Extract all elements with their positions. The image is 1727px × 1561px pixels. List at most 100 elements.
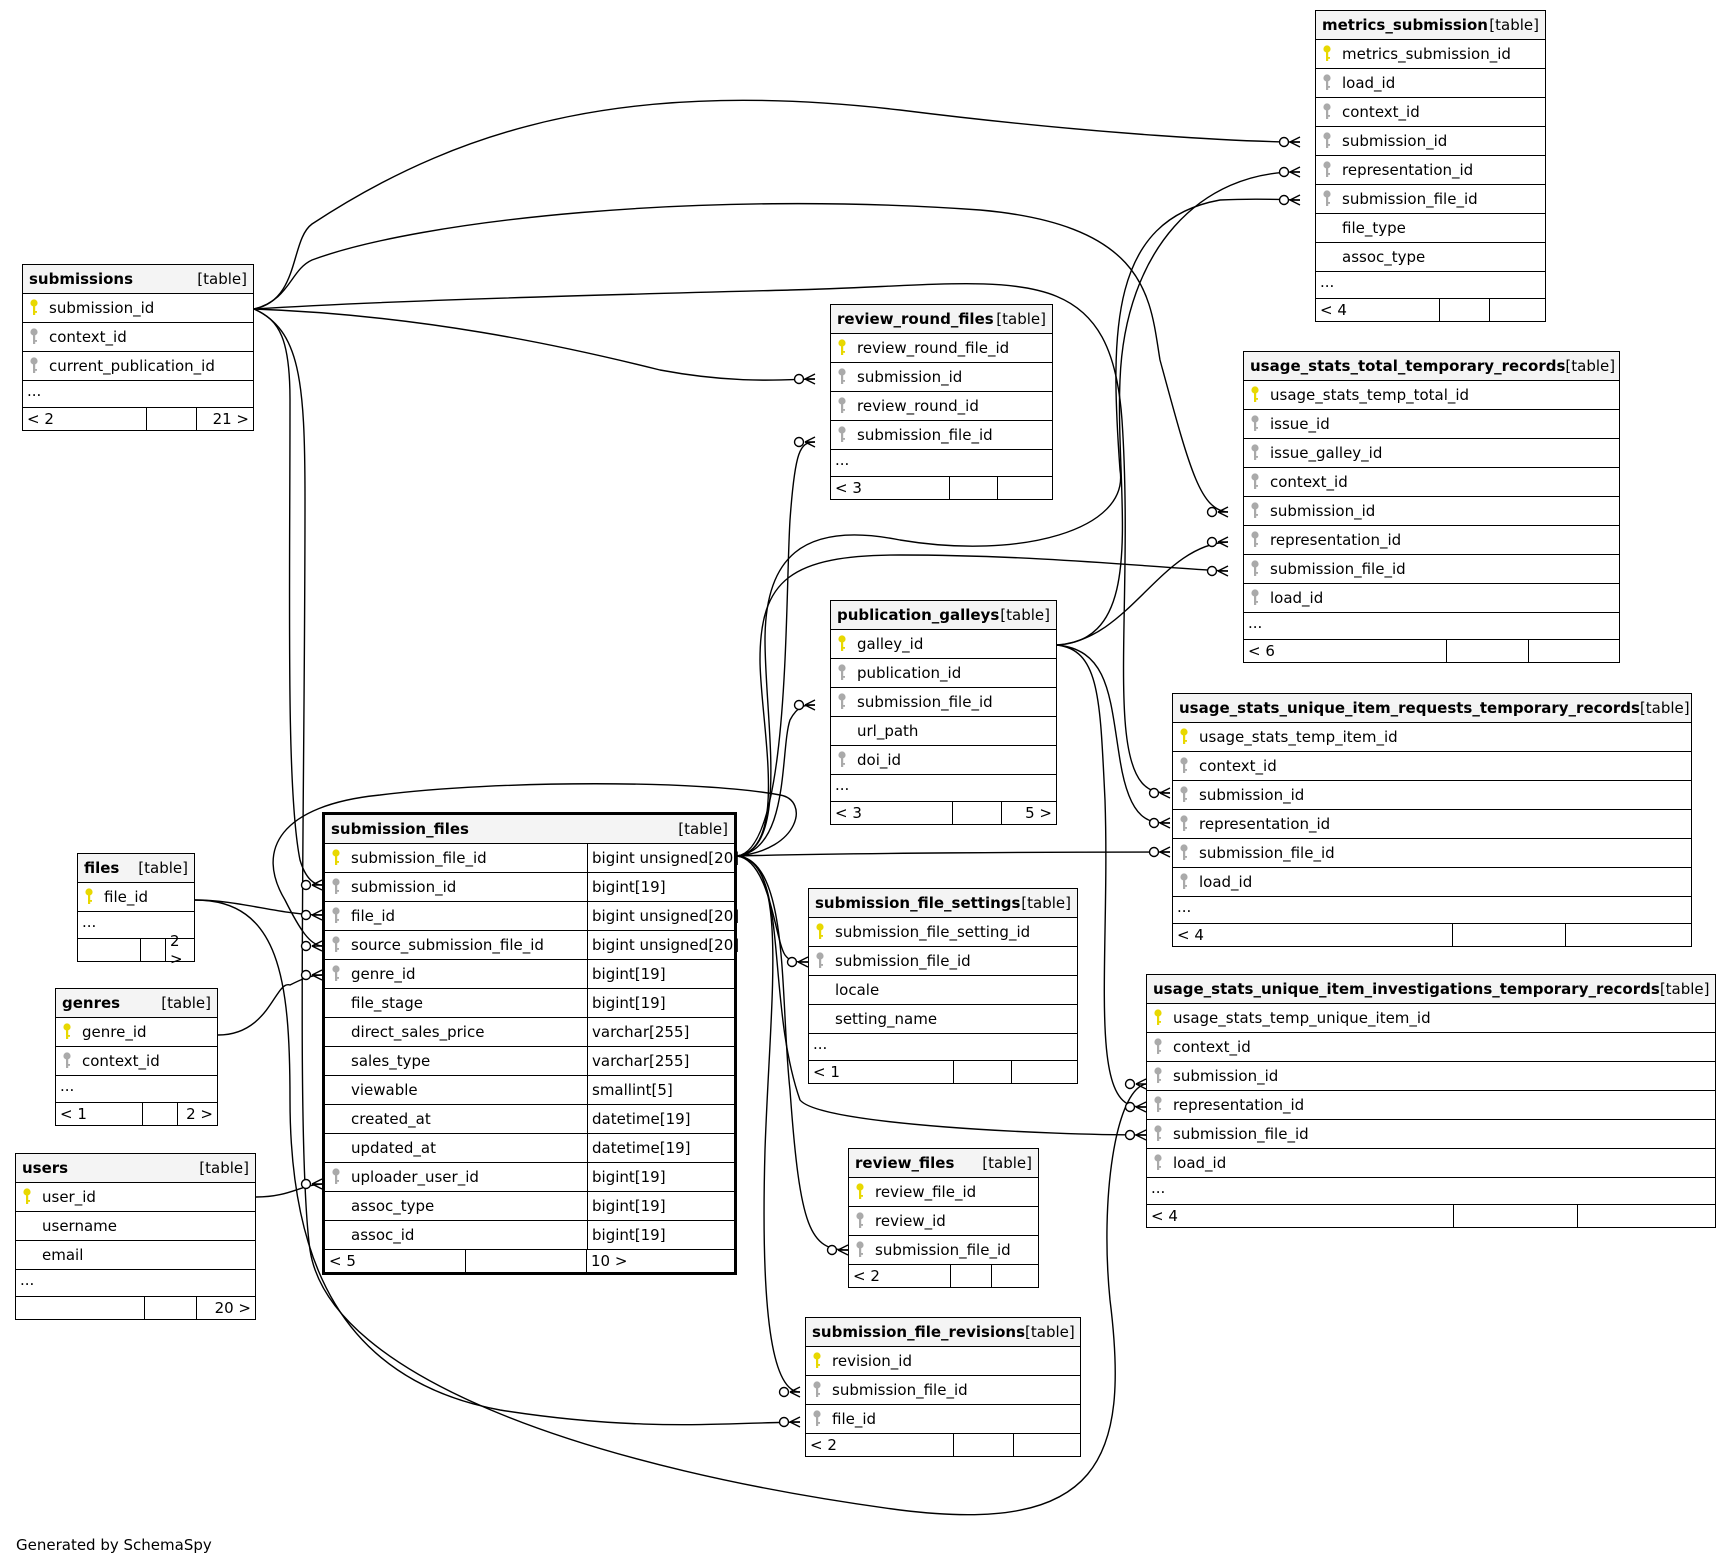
child-count[interactable] [1529, 640, 1619, 662]
column-row[interactable]: context_id [56, 1047, 217, 1076]
column-row[interactable]: submission_id [1147, 1062, 1715, 1091]
parent-count[interactable]: < 2 [27, 410, 54, 428]
column-row[interactable]: submission_file_id [831, 688, 1056, 717]
column-row[interactable]: file_id [806, 1405, 1080, 1434]
column-row[interactable]: review_file_id [849, 1178, 1038, 1207]
column-row[interactable]: load_id [1147, 1149, 1715, 1178]
table-review-round-files[interactable]: review_round_files[table]review_round_fi… [830, 304, 1053, 500]
child-count[interactable]: 21 > [212, 410, 249, 428]
column-row[interactable]: revision_id [806, 1347, 1080, 1376]
column-row[interactable]: representation_id [1173, 810, 1691, 839]
column-row[interactable]: username [16, 1212, 255, 1241]
column-row[interactable]: usage_stats_temp_unique_item_id [1147, 1004, 1715, 1033]
column-row[interactable]: submission_id [831, 363, 1052, 392]
parent-count[interactable] [16, 1297, 144, 1319]
column-row[interactable]: submission_file_id [1244, 555, 1619, 584]
child-count[interactable] [998, 477, 1052, 499]
column-row[interactable]: review_id [849, 1207, 1038, 1236]
column-row[interactable]: user_id [16, 1183, 255, 1212]
column-row[interactable]: setting_name [809, 1005, 1077, 1034]
child-count[interactable]: 5 > [1025, 804, 1052, 822]
parent-count[interactable]: < 3 [835, 804, 862, 822]
column-row[interactable]: file_type [1316, 214, 1545, 243]
column-row[interactable]: review_round_id [831, 392, 1052, 421]
table-submission-file-settings[interactable]: submission_file_settings[table]submissio… [808, 888, 1078, 1084]
parent-count[interactable]: < 3 [835, 479, 862, 497]
column-row[interactable]: usage_stats_temp_item_id [1173, 723, 1691, 752]
table-metrics-submission[interactable]: metrics_submission[table]metrics_submiss… [1315, 10, 1546, 322]
parent-count[interactable]: < 1 [813, 1063, 840, 1081]
parent-count[interactable]: < 2 [810, 1436, 837, 1454]
column-row[interactable]: submission_id [1173, 781, 1691, 810]
column-row[interactable]: assoc_type [1316, 243, 1545, 272]
table-header[interactable]: publication_galleys[table] [831, 601, 1056, 630]
child-count[interactable] [1578, 1205, 1715, 1227]
child-count[interactable]: 2 > [170, 932, 183, 968]
table-header[interactable]: usage_stats_unique_item_requests_tempora… [1173, 694, 1691, 723]
child-count[interactable] [992, 1265, 1038, 1287]
column-row[interactable]: galley_id [831, 630, 1056, 659]
table-header[interactable]: submission_file_revisions[table] [806, 1318, 1080, 1347]
table-header[interactable]: metrics_submission[table] [1316, 11, 1545, 40]
column-row[interactable]: metrics_submission_id [1316, 40, 1545, 69]
column-row[interactable]: submission_file_id [809, 947, 1077, 976]
column-row[interactable]: review_round_file_id [831, 334, 1052, 363]
child-count[interactable]: 2 > [186, 1105, 213, 1123]
column-row[interactable]: representation_id [1244, 526, 1619, 555]
column-row[interactable]: usage_stats_temp_total_id [1244, 381, 1619, 410]
table-usage-stats-total-temporary-records[interactable]: usage_stats_total_temporary_records[tabl… [1243, 351, 1620, 663]
parent-count[interactable]: < 4 [1177, 926, 1204, 944]
table-files[interactable]: files[table]file_id...2 > [77, 853, 195, 968]
parent-count[interactable]: < 4 [1151, 1207, 1178, 1225]
column-row[interactable]: context_id [1173, 752, 1691, 781]
column-row[interactable]: submission_file_id [806, 1376, 1080, 1405]
parent-count[interactable]: < 2 [853, 1267, 880, 1285]
parent-count[interactable]: < 4 [1320, 301, 1347, 319]
child-count[interactable] [1014, 1434, 1080, 1456]
column-row[interactable]: submission_file_setting_id [809, 918, 1077, 947]
column-row[interactable]: file_id [78, 883, 194, 912]
column-row[interactable]: doi_id [831, 746, 1056, 775]
table-usage-stats-unique-item-requests-temporary-records[interactable]: usage_stats_unique_item_requests_tempora… [1172, 693, 1692, 947]
child-count[interactable] [1566, 924, 1691, 946]
column-row[interactable]: submission_file_id [1147, 1120, 1715, 1149]
column-row[interactable]: submission_id [1244, 497, 1619, 526]
table-header[interactable]: submission_file_settings[table] [809, 889, 1077, 918]
column-row[interactable]: submission_file_id [831, 421, 1052, 450]
table-header[interactable]: review_round_files[table] [831, 305, 1052, 334]
table-header[interactable]: files[table] [78, 854, 194, 883]
column-row[interactable]: submission_file_id [1173, 839, 1691, 868]
column-row[interactable]: submission_file_id [1316, 185, 1545, 214]
table-header[interactable]: usage_stats_total_temporary_records[tabl… [1244, 352, 1619, 381]
table-usage-stats-unique-item-investigations-temporary-records[interactable]: usage_stats_unique_item_investigations_t… [1146, 974, 1716, 1228]
table-header[interactable]: submissions[table] [23, 265, 253, 294]
parent-count[interactable]: < 1 [60, 1105, 87, 1123]
child-count[interactable] [1012, 1061, 1077, 1083]
table-header[interactable]: usage_stats_unique_item_investigations_t… [1147, 975, 1715, 1004]
child-count[interactable]: 20 > [214, 1299, 251, 1317]
table-submission-files[interactable]: submission_files[table]submission_file_i… [322, 812, 739, 1275]
column-row[interactable]: issue_galley_id [1244, 439, 1619, 468]
column-row[interactable]: issue_id [1244, 410, 1619, 439]
column-row[interactable]: submission_id [23, 294, 253, 323]
table-header[interactable]: users[table] [16, 1154, 255, 1183]
column-row[interactable]: submission_id [1316, 127, 1545, 156]
column-row[interactable]: load_id [1244, 584, 1619, 613]
column-row[interactable]: current_publication_id [23, 352, 253, 381]
column-row[interactable]: representation_id [1316, 156, 1545, 185]
